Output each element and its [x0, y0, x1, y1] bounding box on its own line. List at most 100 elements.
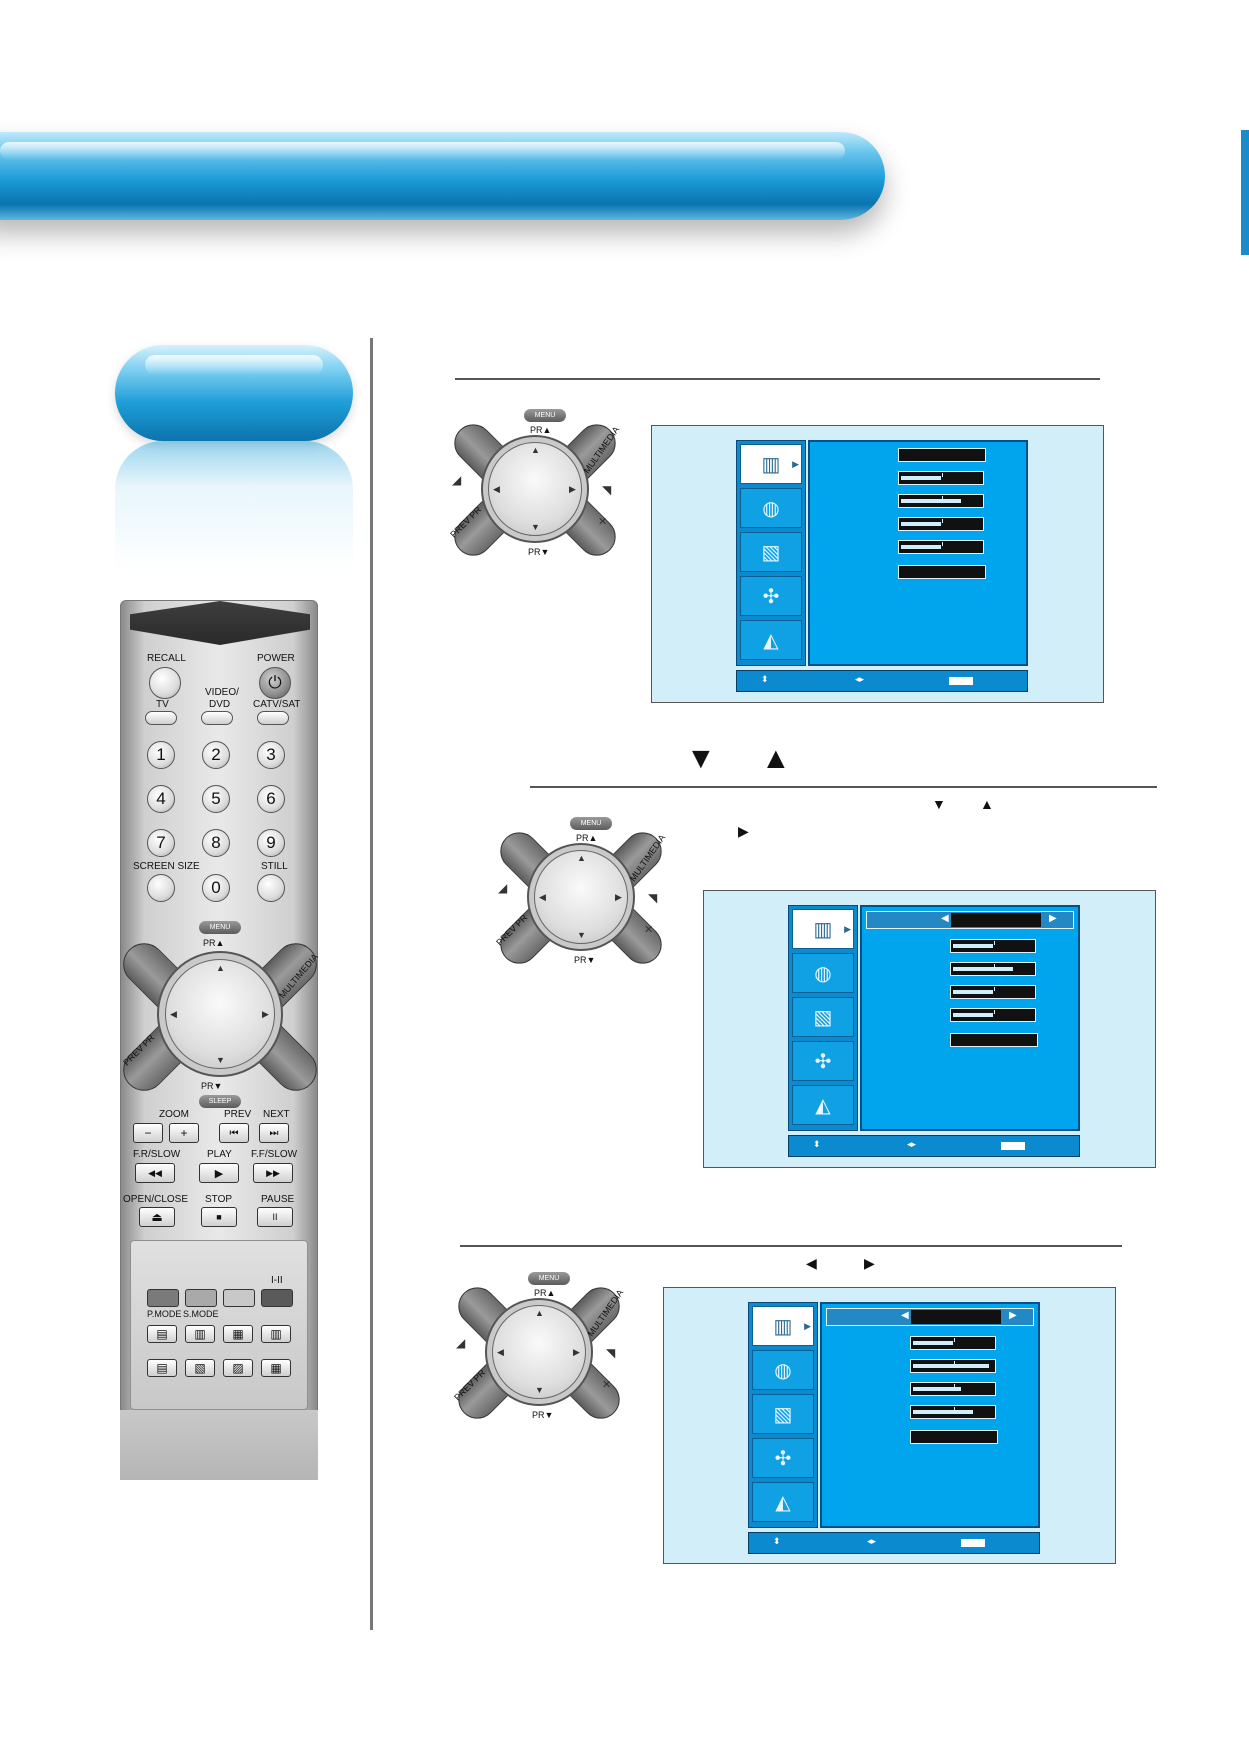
nav-disc[interactable]	[534, 850, 628, 944]
option-value-field[interactable]	[898, 565, 986, 579]
feature-icon[interactable]: ▧	[752, 1394, 814, 1434]
rewind-button[interactable]: ◀◀	[135, 1163, 175, 1183]
fast-forward-button[interactable]: ▶▶	[253, 1163, 293, 1183]
mode-value-field[interactable]	[898, 448, 986, 462]
menu-button[interactable]: MENU	[199, 921, 241, 934]
green-button[interactable]	[185, 1289, 217, 1307]
channel-icon[interactable]: ◭	[792, 1085, 854, 1125]
menu-icon-column: ▥▶◍▧✣◭	[788, 905, 858, 1131]
channel-icon[interactable]: ◭	[752, 1482, 814, 1522]
osd-screen-3: ▥▶◍▧✣◭ ◀ ▶ ⬍ ◂▸	[663, 1287, 1116, 1564]
slider-fill	[953, 1013, 993, 1017]
right-arrow-icon: ▶	[1009, 1310, 1017, 1321]
slider-bar[interactable]	[950, 962, 1036, 976]
slider-bar[interactable]	[898, 517, 984, 531]
sound-icon[interactable]: ◍	[752, 1350, 814, 1390]
stop-button[interactable]: ■	[201, 1207, 237, 1227]
menu-button[interactable]: MENU	[570, 817, 612, 830]
ff-slow-label: F.F/SLOW	[251, 1149, 298, 1160]
option-value-field[interactable]	[910, 1430, 998, 1444]
video-dvd-button[interactable]	[201, 711, 233, 725]
teletext-button-3[interactable]: ▦	[223, 1325, 253, 1343]
red-button[interactable]	[147, 1289, 179, 1307]
slider-bar[interactable]	[950, 1008, 1036, 1022]
yellow-button[interactable]	[223, 1289, 255, 1307]
up-arrow-icon: ▲	[216, 963, 225, 973]
sound-icon[interactable]: ◍	[792, 953, 854, 993]
nav-disc[interactable]	[492, 1305, 586, 1399]
feature-icon[interactable]: ▧	[740, 532, 802, 572]
digit-6-button[interactable]: 6	[257, 785, 285, 813]
digit-3-button[interactable]: 3	[257, 741, 285, 769]
picture-icon[interactable]: ▥▶	[792, 909, 854, 949]
next-chapter-button[interactable]: ⏭	[259, 1123, 289, 1143]
play-button[interactable]: ▶	[199, 1163, 239, 1183]
recall-button[interactable]	[149, 667, 181, 699]
section-pill-reflection	[115, 441, 353, 571]
slider-center-tick	[994, 964, 995, 968]
menu-icon-column: ▥▶◍▧✣◭	[736, 440, 806, 666]
setup-icon[interactable]: ✣	[752, 1438, 814, 1478]
teletext-button-8[interactable]: ▦	[261, 1359, 291, 1377]
digit-7-button[interactable]: 7	[147, 829, 175, 857]
teletext-button-7[interactable]: ▨	[223, 1359, 253, 1377]
slider-bar[interactable]	[910, 1405, 996, 1419]
still-label: STILL	[261, 861, 288, 872]
zoom-plus-button[interactable]: +	[169, 1123, 199, 1143]
zoom-minus-button[interactable]: −	[133, 1123, 163, 1143]
power-button[interactable]: ⏻	[259, 667, 291, 699]
screen-size-button[interactable]	[147, 874, 175, 902]
nav-disc[interactable]	[165, 959, 275, 1069]
feature-icon[interactable]: ▧	[792, 997, 854, 1037]
slider-fill	[913, 1410, 973, 1414]
slider-bar[interactable]	[910, 1359, 996, 1373]
digit-4-button[interactable]: 4	[147, 785, 175, 813]
pause-button[interactable]: II	[257, 1207, 293, 1227]
up-arrow-icon: ▲	[577, 853, 586, 863]
menu-button[interactable]: MENU	[524, 409, 566, 422]
option-value-field[interactable]	[950, 1033, 1038, 1047]
prev-chapter-button[interactable]: ⏮	[219, 1123, 249, 1143]
nav-disc[interactable]	[488, 442, 582, 536]
still-button[interactable]	[257, 874, 285, 902]
slider-bar[interactable]	[950, 985, 1036, 999]
teletext-button-1[interactable]: ▤	[147, 1325, 177, 1343]
setup-icon[interactable]: ✣	[792, 1041, 854, 1081]
step1-rule	[455, 378, 1100, 380]
sound-icon[interactable]: ◍	[740, 488, 802, 528]
tv-button[interactable]	[145, 711, 177, 725]
teletext-button-4[interactable]: ▥	[261, 1325, 291, 1343]
slider-bar[interactable]	[910, 1336, 996, 1350]
i-ii-button[interactable]	[261, 1289, 293, 1307]
digit-0-button[interactable]: 0	[202, 874, 230, 902]
sleep-button[interactable]: SLEEP	[199, 1095, 241, 1108]
picture-icon[interactable]: ▥▶	[752, 1306, 814, 1346]
slider-bar[interactable]	[950, 939, 1036, 953]
setup-icon[interactable]: ✣	[740, 576, 802, 616]
digit-8-button[interactable]: 8	[202, 829, 230, 857]
channel-icon[interactable]: ◭	[740, 620, 802, 660]
catv-sat-button[interactable]	[257, 711, 289, 725]
slider-bar[interactable]	[898, 494, 984, 508]
eject-button[interactable]: ⏏	[139, 1207, 175, 1227]
digit-5-button[interactable]: 5	[202, 785, 230, 813]
teletext-button-6[interactable]: ▧	[185, 1359, 215, 1377]
slider-center-tick	[942, 496, 943, 500]
left-arrow-icon: ◀	[941, 913, 949, 924]
slider-bar[interactable]	[910, 1382, 996, 1396]
menu-button[interactable]: MENU	[528, 1272, 570, 1285]
slider-bar[interactable]	[898, 471, 984, 485]
digit-1-button[interactable]: 1	[147, 741, 175, 769]
mute-icon: ✕	[644, 924, 654, 936]
power-icon: ⏻	[268, 673, 282, 692]
slider-bar[interactable]	[898, 540, 984, 554]
mode-selection-row[interactable]: ◀ ▶	[866, 911, 1074, 929]
digit-9-button[interactable]: 9	[257, 829, 285, 857]
teletext-button-5[interactable]: ▤	[147, 1359, 177, 1377]
mode-selection-row[interactable]: ◀ ▶	[826, 1308, 1034, 1326]
teletext-button-2[interactable]: ▥	[185, 1325, 215, 1343]
picture-icon[interactable]: ▥▶	[740, 444, 802, 484]
digit-2-button[interactable]: 2	[202, 741, 230, 769]
down-arrow-icon: ▼	[535, 1385, 544, 1395]
pr-up-label: PR▲	[534, 1288, 556, 1298]
